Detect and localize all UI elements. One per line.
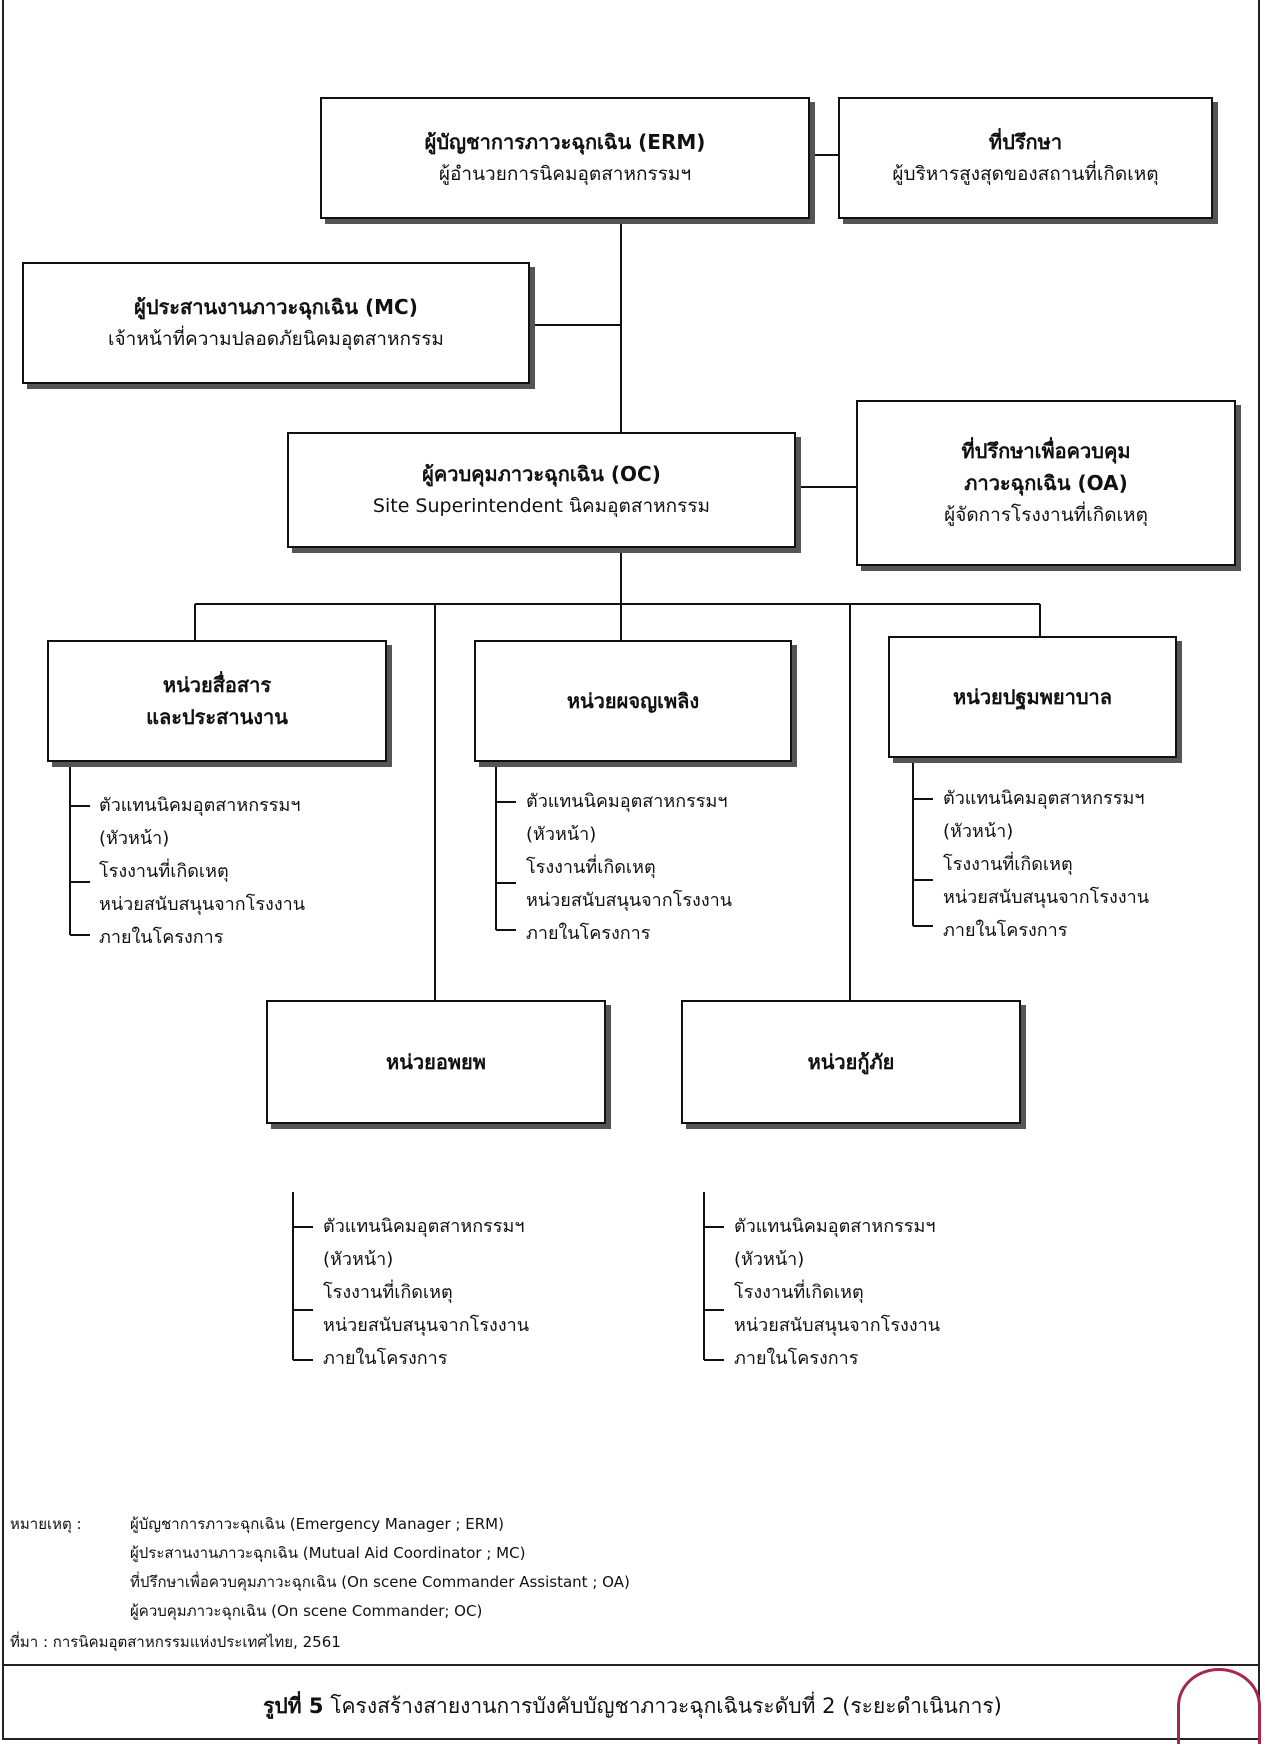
advisor-subtitle: ผู้บริหารสูงสุดของสถานที่เกิดเหตุ: [892, 163, 1159, 185]
member-support-cont: ภายในโครงการ: [99, 927, 224, 948]
member-factory: โรงงานที่เกิดเหตุ: [99, 861, 229, 882]
unit-1-title-line1: หน่วยสื่อสาร: [162, 673, 272, 697]
unit-2-title: หน่วยผจญเพลิง: [566, 689, 700, 713]
member-support: หน่วยสนับสนุนจากโรงงาน: [526, 890, 733, 911]
oc-box: ผู้ควบคุมภาวะฉุกเฉิน (OC) Site Superinte…: [287, 432, 796, 548]
member-support-cont: ภายในโครงการ: [734, 1348, 859, 1369]
unit-1-title-line2: และประสานงาน: [146, 705, 288, 729]
advisor-title: ที่ปรึกษา: [988, 130, 1063, 154]
unit-box-rescue: หน่วยกู้ภัย: [681, 1000, 1021, 1124]
official-stamp-seal: [1177, 1668, 1261, 1744]
member-factory: โรงงานที่เกิดเหตุ: [943, 854, 1073, 875]
erm-box: ผู้บัญชาการภาวะฉุกเฉิน (ERM) ผู้อำนวยการ…: [320, 97, 810, 219]
unit-box-evacuation: หน่วยอพยพ: [266, 1000, 606, 1124]
note-item: ผู้บัญชาการภาวะฉุกเฉิน (Emergency Manage…: [130, 1515, 504, 1533]
unit-4-bracket: [292, 1192, 313, 1361]
member-rep: ตัวแทนนิคมอุตสาหกรรมฯ: [526, 791, 728, 812]
unit-5-members: ตัวแทนนิคมอุตสาหกรรมฯ (หัวหน้า) โรงงานที…: [734, 1210, 940, 1375]
member-rep-head: (หัวหน้า): [323, 1249, 394, 1270]
erm-title: ผู้บัญชาการภาวะฉุกเฉิน (ERM): [424, 130, 706, 154]
oa-box: ที่ปรึกษาเพื่อควบคุม ภาวะฉุกเฉิน (OA) ผู…: [856, 400, 1236, 566]
oa-title-line2: ภาวะฉุกเฉิน (OA): [964, 471, 1128, 495]
oc-title: ผู้ควบคุมภาวะฉุกเฉิน (OC): [422, 462, 661, 486]
member-rep-head: (หัวหน้า): [99, 828, 170, 849]
unit-3-members: ตัวแทนนิคมอุตสาหกรรมฯ (หัวหน้า) โรงงานที…: [943, 782, 1149, 947]
note-item: ที่ปรึกษาเพื่อควบคุมภาวะฉุกเฉิน (On scen…: [130, 1573, 630, 1591]
member-rep-head: (หัวหน้า): [734, 1249, 805, 1270]
member-support-cont: ภายในโครงการ: [526, 923, 651, 944]
unit-2-members: ตัวแทนนิคมอุตสาหกรรมฯ (หัวหน้า) โรงงานที…: [526, 785, 732, 950]
unit-2-bracket: [495, 765, 516, 931]
mc-box: ผู้ประสานงานภาวะฉุกเฉิน (MC) เจ้าหน้าที่…: [22, 262, 530, 384]
oc-subtitle: Site Superintendent นิคมอุตสาหกรรม: [372, 495, 711, 517]
unit-1-members: ตัวแทนนิคมอุตสาหกรรมฯ (หัวหน้า) โรงงานที…: [99, 789, 305, 954]
member-factory: โรงงานที่เกิดเหตุ: [526, 857, 656, 878]
member-factory: โรงงานที่เกิดเหตุ: [323, 1282, 453, 1303]
source-line: ที่มา : การนิคมอุตสาหกรรมแห่งประเทศไทย, …: [10, 1633, 341, 1651]
unit-4-members: ตัวแทนนิคมอุตสาหกรรมฯ (หัวหน้า) โรงงานที…: [323, 1210, 529, 1375]
member-rep-head: (หัวหน้า): [526, 824, 597, 845]
note-item: ผู้ควบคุมภาวะฉุกเฉิน (On scene Commander…: [130, 1602, 483, 1620]
member-support-cont: ภายในโครงการ: [323, 1348, 448, 1369]
erm-subtitle: ผู้อำนวยการนิคมอุตสาหกรรมฯ: [438, 163, 692, 185]
unit-box-communication: หน่วยสื่อสาร และประสานงาน: [47, 640, 387, 762]
member-rep: ตัวแทนนิคมอุตสาหกรรมฯ: [323, 1216, 525, 1237]
member-rep: ตัวแทนนิคมอุตสาหกรรมฯ: [943, 788, 1145, 809]
advisor-box: ที่ปรึกษา ผู้บริหารสูงสุดของสถานที่เกิดเ…: [838, 97, 1213, 219]
member-support: หน่วยสนับสนุนจากโรงงาน: [734, 1315, 941, 1336]
unit-box-first-aid: หน่วยปฐมพยาบาล: [888, 636, 1177, 758]
unit-1-bracket: [69, 765, 90, 936]
caption-divider: [2, 1664, 1260, 1666]
figure-label: รูปที่ 5: [263, 1694, 324, 1718]
mc-title: ผู้ประสานงานภาวะฉุกเฉิน (MC): [134, 295, 418, 319]
unit-box-firefighting: หน่วยผจญเพลิง: [474, 640, 792, 762]
member-support: หน่วยสนับสนุนจากโรงงาน: [943, 887, 1150, 908]
unit-4-title: หน่วยอพยพ: [386, 1050, 486, 1074]
member-support-cont: ภายในโครงการ: [943, 920, 1068, 941]
unit-3-bracket: [912, 762, 933, 927]
member-rep-head: (หัวหน้า): [943, 821, 1014, 842]
member-rep: ตัวแทนนิคมอุตสาหกรรมฯ: [734, 1216, 936, 1237]
oa-subtitle: ผู้จัดการโรงงานที่เกิดเหตุ: [944, 504, 1148, 526]
member-factory: โรงงานที่เกิดเหตุ: [734, 1282, 864, 1303]
note-row-1: หมายเหตุ : ผู้บัญชาการภาวะฉุกเฉิน (Emerge…: [10, 1510, 630, 1539]
notes-label: หมายเหตุ :: [10, 1515, 82, 1533]
mc-subtitle: เจ้าหน้าที่ความปลอดภัยนิคมอุตสาหกรรม: [108, 328, 444, 350]
oa-title-line1: ที่ปรึกษาเพื่อควบคุม: [961, 439, 1131, 463]
unit-5-title: หน่วยกู้ภัย: [807, 1050, 895, 1074]
figure-caption-text: โครงสร้างสายงานการบังคับบัญชาภาวะฉุกเฉิน…: [330, 1694, 1002, 1718]
unit-3-title: หน่วยปฐมพยาบาล: [952, 685, 1113, 709]
figure-caption: รูปที่ 5 โครงสร้างสายงานการบังคับบัญชาภา…: [0, 1690, 1265, 1723]
notes-block: หมายเหตุ : ผู้บัญชาการภาวะฉุกเฉิน (Emerge…: [10, 1510, 630, 1626]
member-rep: ตัวแทนนิคมอุตสาหกรรมฯ: [99, 795, 301, 816]
note-item: ผู้ประสานงานภาวะฉุกเฉิน (Mutual Aid Coor…: [130, 1544, 526, 1562]
unit-5-bracket: [703, 1192, 724, 1361]
member-support: หน่วยสนับสนุนจากโรงงาน: [323, 1315, 530, 1336]
member-support: หน่วยสนับสนุนจากโรงงาน: [99, 894, 306, 915]
